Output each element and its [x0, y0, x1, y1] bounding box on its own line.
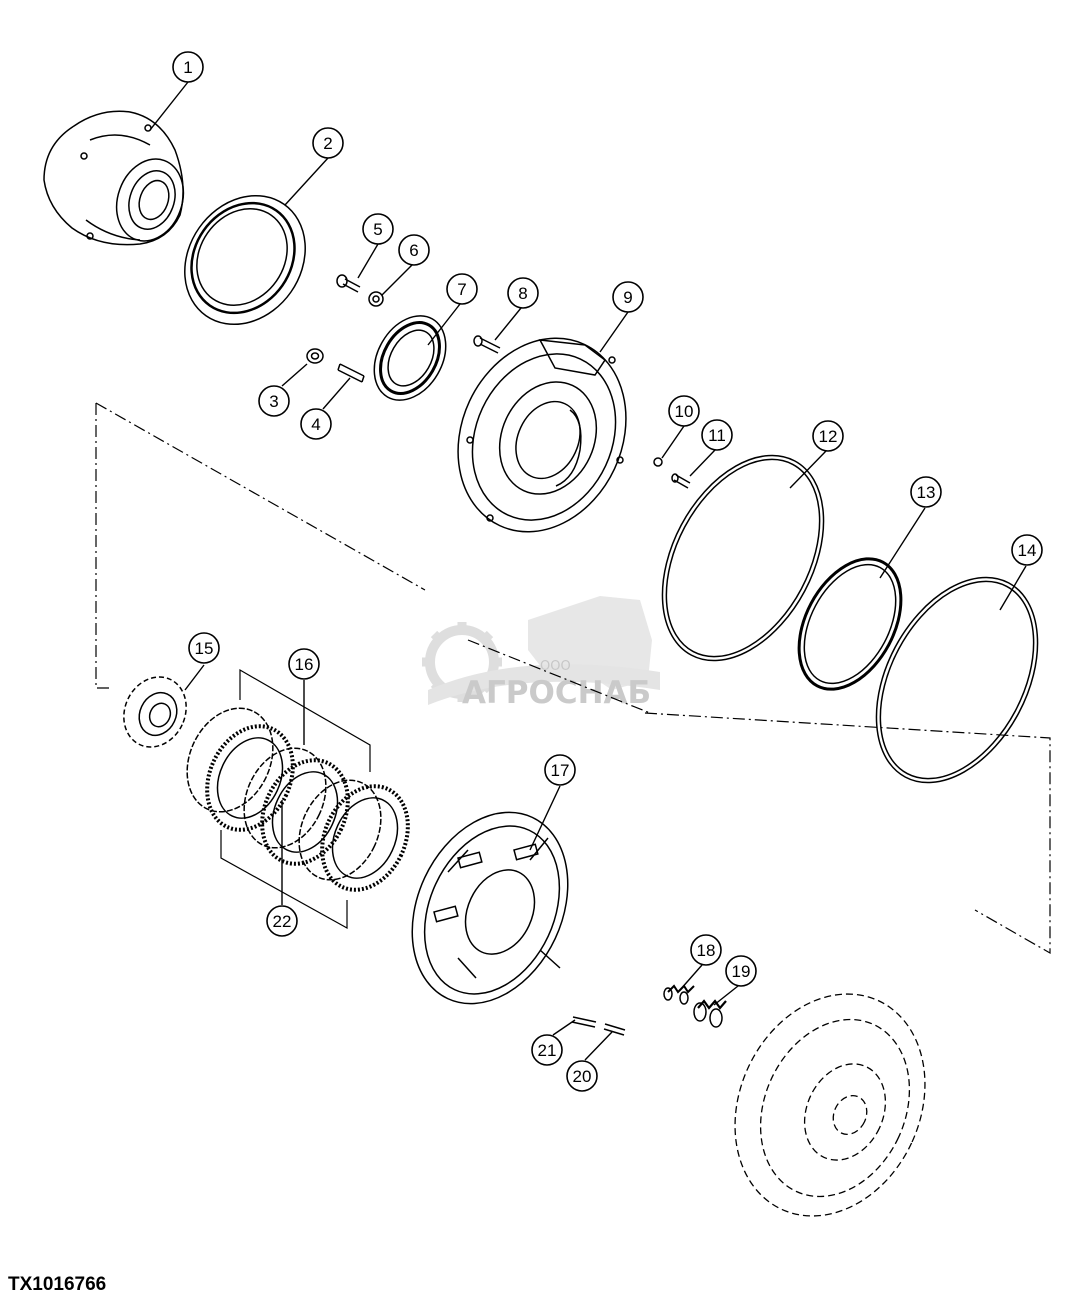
svg-text:3: 3 [269, 392, 278, 411]
part-16-22-clutch-pack [186, 707, 410, 892]
callouts: 1 2 3 4 5 6 7 8 9 10 11 12 13 14 15 16 1… [172, 51, 1043, 1092]
callout-10: 10 [668, 395, 700, 427]
callout-19: 19 [725, 955, 757, 987]
part-8-bolt [473, 335, 501, 354]
svg-text:2: 2 [323, 134, 332, 153]
part-17-piston [411, 811, 569, 1005]
callout-6: 6 [398, 234, 430, 266]
part-7-seal [373, 315, 447, 401]
part-10-oring-small [653, 457, 663, 467]
svg-text:11: 11 [708, 426, 726, 445]
callout-3: 3 [258, 385, 290, 417]
callout-2: 2 [312, 127, 344, 159]
svg-text:19: 19 [732, 962, 751, 981]
svg-text:10: 10 [675, 402, 694, 421]
part-2-ring [184, 194, 306, 326]
watermark-brand: АГРОСНАБ [462, 675, 651, 711]
part-13-oring [797, 557, 903, 691]
callout-15: 15 [188, 632, 220, 664]
svg-text:22: 22 [273, 912, 292, 931]
figure-id: TX1016766 [8, 1274, 107, 1295]
part-14-oring [875, 576, 1039, 784]
part-4-stud [337, 363, 365, 383]
svg-text:21: 21 [538, 1041, 557, 1060]
callout-13: 13 [910, 476, 942, 508]
callout-12: 12 [812, 420, 844, 452]
part-12-oring [661, 454, 825, 662]
callout-17: 17 [544, 754, 576, 786]
watermark: ООО АГРОСНАБ [422, 596, 660, 711]
svg-text:14: 14 [1018, 541, 1037, 560]
part-19-spring [693, 999, 727, 1028]
svg-text:20: 20 [573, 1067, 592, 1086]
gear-icon [422, 622, 502, 702]
part-18-spring [663, 984, 695, 1005]
torque-converter [734, 993, 926, 1217]
callout-21: 21 [531, 1034, 563, 1066]
svg-text:8: 8 [518, 284, 527, 303]
part-5-bolt [336, 274, 361, 293]
assembly-lines [95, 402, 1051, 955]
callout-20: 20 [566, 1060, 598, 1092]
svg-text:6: 6 [409, 241, 418, 260]
svg-text:12: 12 [819, 427, 838, 446]
svg-text:1: 1 [183, 58, 192, 77]
callout-9: 9 [612, 281, 644, 313]
svg-text:5: 5 [373, 220, 382, 239]
svg-text:13: 13 [917, 483, 936, 502]
callout-8: 8 [507, 277, 539, 309]
svg-text:18: 18 [697, 941, 716, 960]
callout-16: 16 [288, 648, 320, 680]
part-15-hub [123, 676, 187, 748]
part-1-housing [43, 110, 185, 246]
swoosh-shape [428, 664, 660, 705]
svg-text:17: 17 [551, 761, 570, 780]
part-21-pin [571, 1016, 597, 1028]
callout-14: 14 [1011, 534, 1043, 566]
part-6-nut [368, 291, 384, 307]
leader-lines [149, 81, 1027, 1061]
svg-text:9: 9 [623, 288, 632, 307]
callout-1: 1 [172, 51, 204, 83]
part-11-pin [671, 473, 691, 489]
watermark-ooo: ООО [540, 659, 571, 674]
group-brackets [220, 668, 371, 930]
part-3-nut [306, 348, 324, 364]
callout-4: 4 [300, 408, 332, 440]
callout-18: 18 [690, 934, 722, 966]
part-9-pump [457, 337, 627, 533]
callout-22: 22 [266, 905, 298, 937]
callout-7: 7 [446, 273, 478, 305]
svg-text:15: 15 [195, 639, 214, 658]
parts [43, 110, 1039, 1217]
part-20-pin [603, 1023, 626, 1036]
svg-text:16: 16 [295, 655, 314, 674]
svg-text:4: 4 [311, 415, 320, 434]
callout-5: 5 [362, 213, 394, 245]
callout-11: 11 [701, 419, 733, 451]
svg-text:7: 7 [457, 280, 466, 299]
